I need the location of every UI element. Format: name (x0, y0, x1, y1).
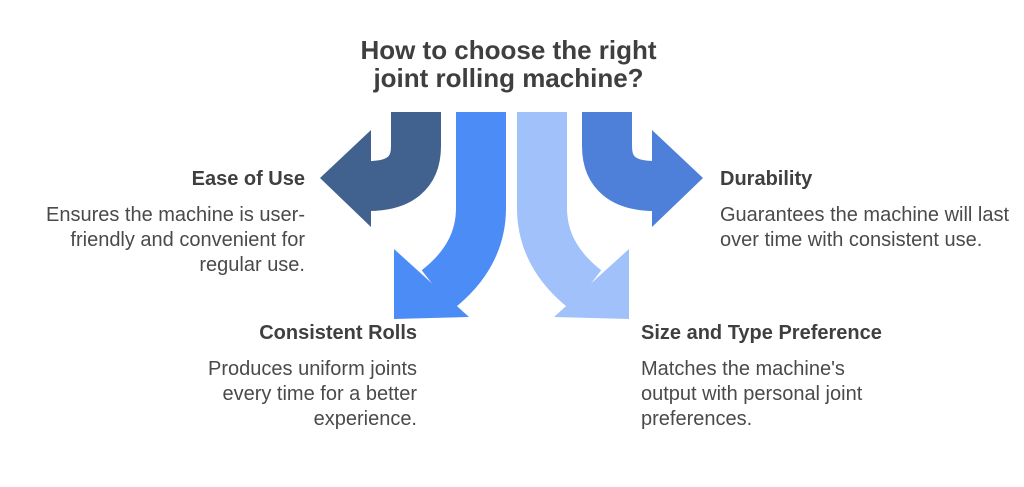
section-heading-consistent-rolls: Consistent Rolls (259, 322, 417, 344)
page-title-line-1: How to choose the right (360, 35, 657, 65)
section-body-size-and-type-preference: Matches the machine's output with person… (641, 358, 863, 430)
ease-of-use-arrow (320, 112, 441, 227)
size-and-type-preference-arrow-shaft (517, 112, 602, 310)
section-heading-ease-of-use: Ease of Use (191, 168, 305, 190)
section-heading-size-and-type-preference: Size and Type Preference (641, 322, 882, 344)
size-and-type-preference-arrow-head-icon (554, 249, 629, 319)
durability-arrow-shaft (582, 112, 657, 211)
section-body-consistent-rolls: Produces uniform joints every time for a… (208, 358, 417, 430)
section-consistent-rolls: Consistent Rolls Produces uniform joints… (155, 320, 417, 432)
section-durability: Durability Guarantees the machine will l… (720, 166, 1015, 253)
consistent-rolls-arrow-shaft (421, 112, 506, 310)
section-ease-of-use: Ease of Use Ensures the machine is user-… (20, 166, 305, 278)
page-title-line-2: joint rolling machine? (373, 63, 644, 93)
consistent-rolls-arrow-head-icon (394, 249, 469, 319)
section-body-ease-of-use: Ensures the machine is user-friendly and… (45, 204, 305, 276)
page-title: How to choose the right joint rolling ma… (0, 36, 1017, 92)
size-and-type-preference-arrow (517, 112, 629, 319)
section-body-durability: Guarantees the machine will last over ti… (720, 204, 1010, 251)
durability-arrow (582, 112, 703, 227)
consistent-rolls-arrow (394, 112, 506, 319)
durability-arrow-head-icon (652, 130, 703, 227)
ease-of-use-arrow-shaft (366, 112, 441, 211)
section-size-and-type-preference: Size and Type Preference Matches the mac… (641, 320, 903, 432)
section-heading-durability: Durability (720, 168, 813, 190)
ease-of-use-arrow-head-icon (320, 130, 371, 227)
